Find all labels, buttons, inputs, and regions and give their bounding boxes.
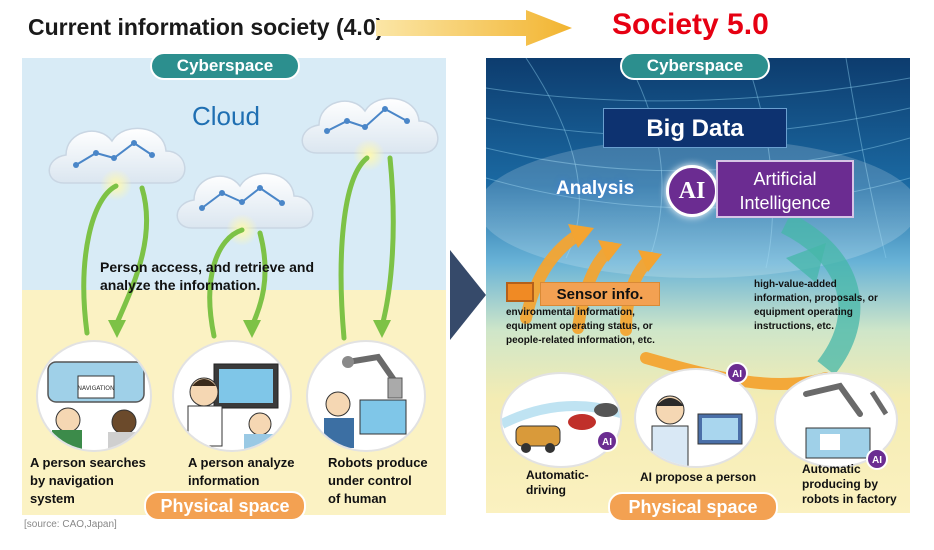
data-flow-arrows-icon (81, 155, 396, 341)
ai-symbol: AI (666, 165, 718, 217)
analyze-scene (172, 340, 292, 452)
analysis-label: Analysis (556, 178, 635, 199)
right-physical-label: Physical space (608, 492, 778, 522)
chevron-right-icon (450, 250, 486, 340)
ai-badge-icon: AI (726, 362, 748, 384)
auto-driving-scene (500, 372, 622, 468)
caption-analyze: A person analyze information (188, 455, 295, 488)
ai-badge-icon: AI (596, 430, 618, 452)
cloud-icon (176, 172, 314, 246)
navigation-scene: NAVIGATION (36, 340, 152, 452)
sensor-info-label: Sensor info. (540, 282, 660, 306)
left-cyberspace-label: Cyberspace (150, 52, 300, 80)
transition-arrow-icon (376, 10, 572, 46)
sensor-icon (506, 282, 534, 302)
society-5-title: Society 5.0 (612, 8, 769, 41)
caption-ai-propose: AI propose a person (640, 470, 757, 484)
ai-badge-icon: AI (866, 448, 888, 470)
left-physical-label: Physical space (144, 491, 306, 521)
caption-robots: Robots produce under control of human (328, 455, 428, 506)
nav-screen-text: NAVIGATION (77, 385, 114, 392)
high-value-description: high-value-added information, proposals,… (754, 279, 878, 332)
current-society-title: Current information society (4.0) (28, 14, 384, 40)
caption-navigation: A person searches by navigation system (30, 455, 146, 506)
ai-propose-scene (634, 368, 758, 468)
cloud-label: Cloud (192, 101, 260, 131)
source-note: [source: CAO,Japan] (24, 519, 117, 530)
caption-auto-driving: Automatic- driving (526, 468, 589, 497)
access-text: Person access, and retrieve and analyze … (100, 259, 314, 293)
big-data-box: Big Data (603, 108, 787, 148)
cloud-icon (48, 127, 186, 201)
ai-label-box: Artificial Intelligence (716, 160, 854, 218)
sensor-description: environmental information, equipment ope… (506, 307, 655, 346)
right-cyberspace-label: Cyberspace (620, 52, 770, 80)
cloud-icon (301, 97, 439, 171)
left-cloud-graphic (48, 97, 439, 341)
caption-factory: Automatic producing by robots in factory (802, 462, 897, 506)
robot-scene (306, 340, 426, 452)
